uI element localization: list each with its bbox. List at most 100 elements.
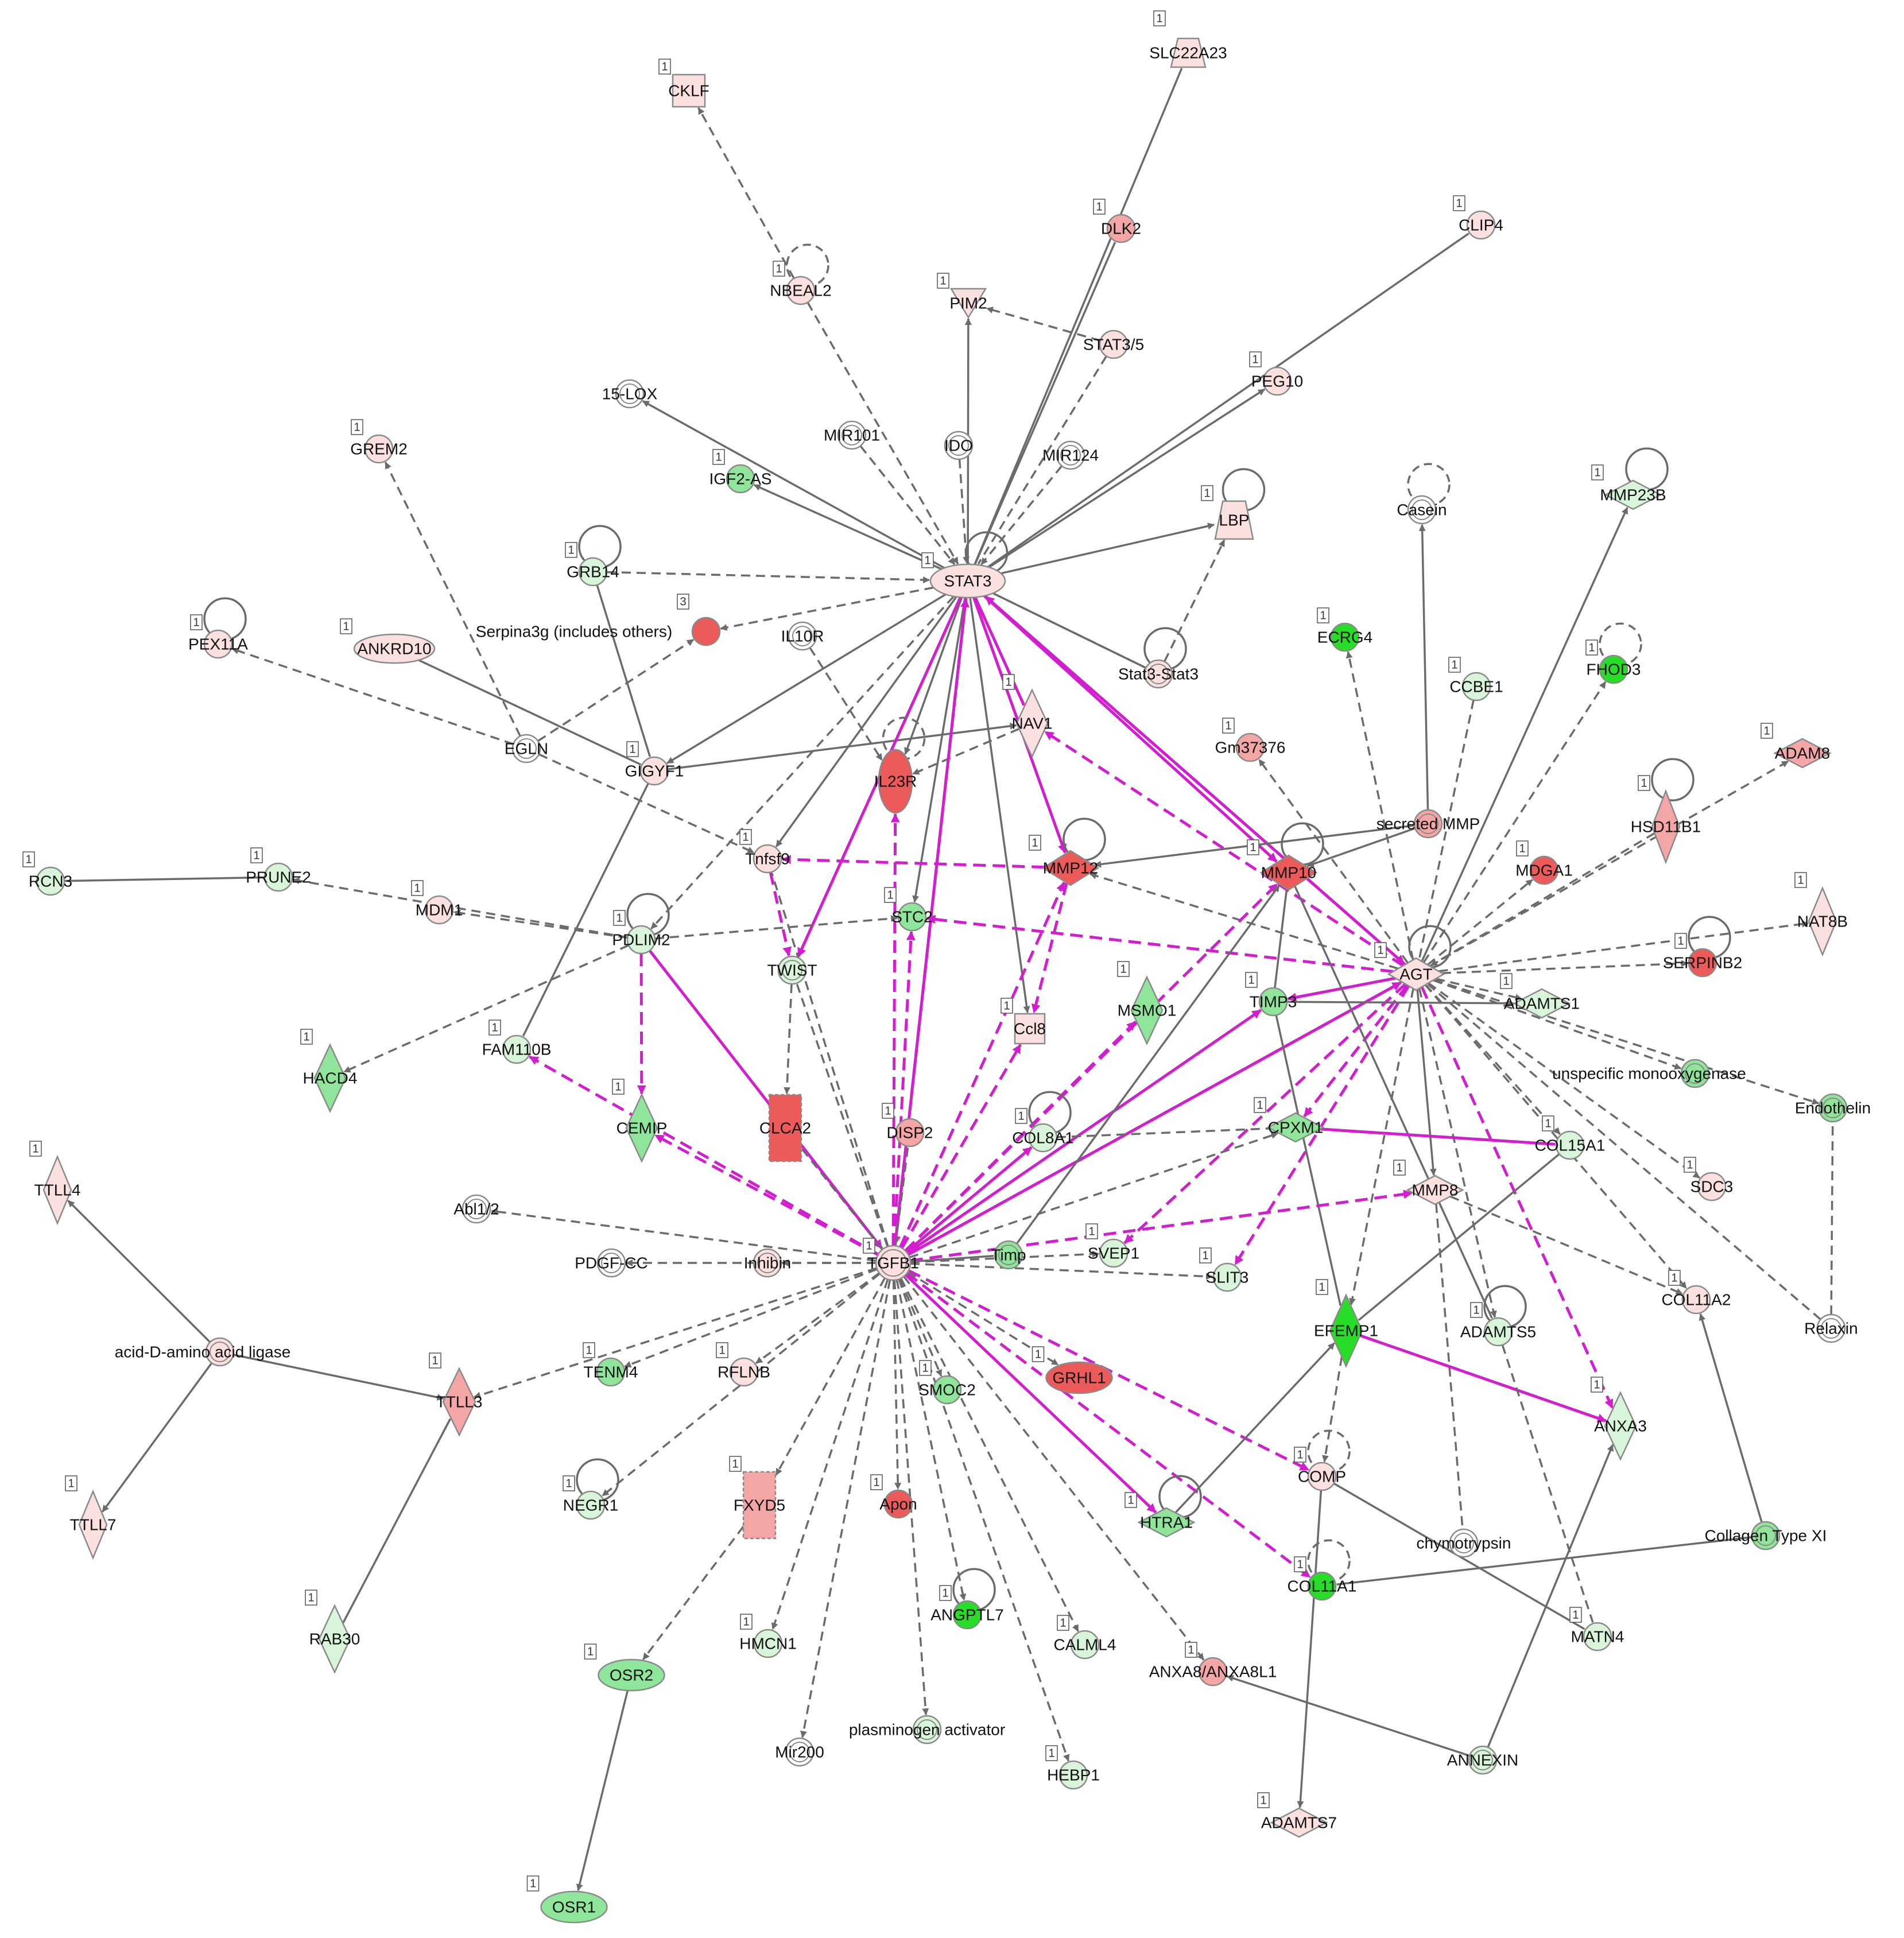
- node-casein[interactable]: Casein: [1397, 495, 1447, 525]
- node-stat3stat3[interactable]: Stat3-Stat3: [1118, 659, 1199, 689]
- node-twist[interactable]: TWIST: [767, 955, 817, 985]
- node-unspecmono[interactable]: unspecific monooxygenase: [1552, 1059, 1746, 1088]
- node-timp[interactable]: Timp: [991, 1240, 1026, 1270]
- node-mir101[interactable]: MIR101: [824, 420, 880, 450]
- node-il10r[interactable]: IL10R: [781, 621, 824, 651]
- node-lox15[interactable]: 15-LOX: [602, 379, 658, 409]
- node-plasminogen[interactable]: plasminogen activator: [849, 1715, 1005, 1745]
- node-mir200[interactable]: Mir200: [775, 1737, 824, 1767]
- node-stat35[interactable]: STAT3/5: [1083, 330, 1144, 359]
- node-annexin[interactable]: ANNEXIN: [1447, 1745, 1518, 1775]
- node-pdgfcc[interactable]: PDGF-CC: [575, 1248, 648, 1278]
- node-mir124[interactable]: MIR124: [1042, 440, 1099, 470]
- node-inhibin[interactable]: Inhibin: [744, 1248, 792, 1278]
- node-relaxin[interactable]: Relaxin: [1804, 1313, 1858, 1343]
- node-egln[interactable]: EGLN: [505, 734, 548, 763]
- node-clca2[interactable]: CLCA2: [759, 1094, 811, 1162]
- node-serpina3g[interactable]: Serpina3g (includes others)3: [476, 594, 721, 646]
- node-il23r[interactable]: IL23R: [874, 749, 917, 814]
- node-acidligase[interactable]: acid-D-amino acid ligase: [115, 1337, 291, 1367]
- node-collagenxi[interactable]: Collagen Type XI: [1705, 1521, 1827, 1551]
- node-abl12[interactable]: Abl1/2: [453, 1194, 499, 1224]
- node-chymotrypsin[interactable]: chymotrypsin: [1417, 1528, 1511, 1558]
- node-igf2as[interactable]: IGF2-AS1: [709, 449, 772, 494]
- node-secretedmmp[interactable]: secreted MMP: [1376, 809, 1480, 839]
- node-endothelin[interactable]: Endothelin: [1795, 1093, 1871, 1123]
